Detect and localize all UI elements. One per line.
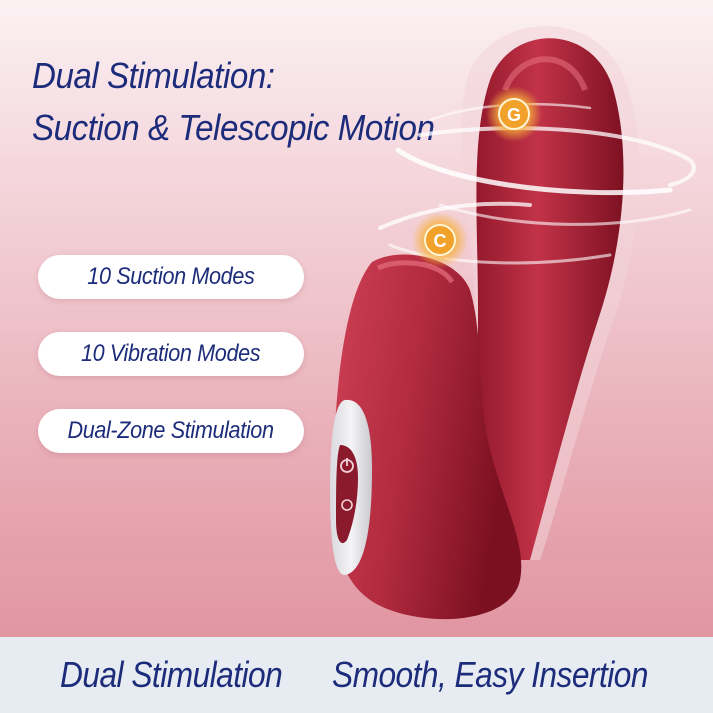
feature-label: Dual-Zone Stimulation: [67, 417, 275, 444]
feature-pill-suction-modes: 10 Suction Modes: [38, 255, 304, 299]
footer-left-caption: Dual Stimulation: [60, 654, 283, 695]
c-spot-marker: C: [412, 212, 468, 268]
feature-pill-dual-zone: Dual-Zone Stimulation: [38, 409, 304, 453]
product-illustration: G C: [330, 26, 696, 620]
footer-right-caption: Smooth, Easy Insertion: [332, 654, 648, 695]
feature-label: 10 Vibration Modes: [81, 340, 261, 367]
headline-line-2: Suction & Telescopic Motion: [32, 107, 435, 148]
footer-bar: Dual Stimulation Smooth, Easy Insertion: [0, 637, 713, 713]
headline-line-1: Dual Stimulation:: [32, 55, 275, 96]
feature-label: 10 Suction Modes: [87, 263, 255, 290]
power-icon[interactable]: [340, 458, 354, 473]
motion-swirl: [378, 102, 696, 265]
headline: Dual Stimulation: Suction & Telescopic M…: [32, 50, 435, 154]
c-marker-label: C: [434, 231, 447, 251]
feature-pill-vibration-modes: 10 Vibration Modes: [38, 332, 304, 376]
control-button-icon[interactable]: [341, 499, 353, 511]
g-spot-marker: G: [486, 86, 542, 142]
g-marker-label: G: [507, 105, 521, 125]
